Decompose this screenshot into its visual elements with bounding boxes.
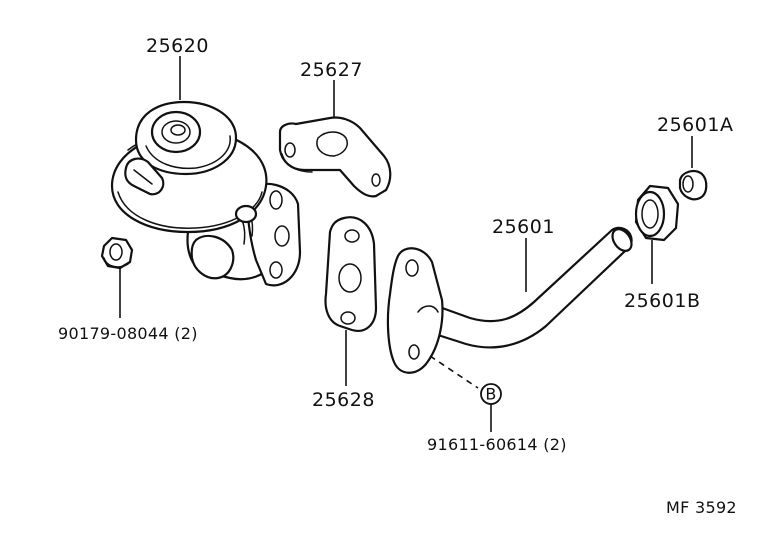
label-union-nut: 25601B [624, 290, 700, 312]
gasket-drawing [324, 216, 378, 332]
label-bolt: 91611-60614 (2) [427, 435, 567, 454]
label-pipe: 25601 [492, 216, 555, 238]
bracket-drawing [278, 116, 392, 198]
label-bracket: 25627 [300, 59, 363, 81]
label-egr-valve: 25620 [146, 35, 209, 57]
label-cap: 25601A [657, 114, 733, 136]
egr-valve-drawing [110, 100, 302, 287]
label-gasket: 25628 [312, 389, 375, 411]
leader-lines [119, 56, 693, 432]
cap-drawing [678, 170, 708, 201]
bolt-marker-badge: B [480, 383, 502, 405]
flange-nut-drawing [100, 236, 134, 270]
pipe-drawing [386, 226, 633, 374]
figure-code: MF 3592 [666, 498, 737, 517]
bolt-marker-letter: B [485, 385, 496, 404]
label-flange-nut: 90179-08044 (2) [58, 324, 198, 343]
union-nut-drawing [634, 184, 680, 242]
